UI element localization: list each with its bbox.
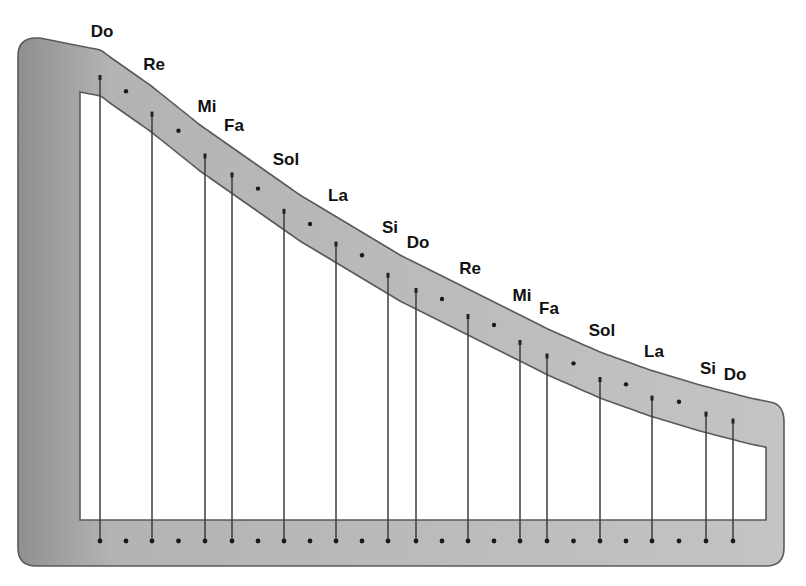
string-hole bbox=[308, 539, 313, 544]
tuning-peg bbox=[467, 314, 470, 319]
harp-string bbox=[204, 156, 206, 542]
tuning-peg bbox=[546, 354, 549, 359]
harp-string bbox=[231, 174, 233, 541]
harp-string bbox=[467, 316, 469, 541]
string-hole bbox=[282, 539, 287, 544]
tuning-peg bbox=[705, 412, 708, 417]
note-label: Mi bbox=[198, 98, 217, 117]
tuning-peg bbox=[99, 75, 102, 80]
tuning-peg bbox=[204, 154, 207, 159]
harp-string bbox=[151, 114, 153, 541]
note-label: La bbox=[644, 343, 664, 362]
harp-frame bbox=[18, 38, 784, 566]
arm-dot bbox=[624, 382, 628, 386]
string-hole bbox=[414, 539, 419, 544]
harp-string bbox=[599, 379, 601, 541]
harp-string bbox=[335, 244, 337, 541]
string-hole bbox=[386, 539, 391, 544]
note-label: La bbox=[328, 187, 348, 206]
string-hole bbox=[650, 539, 655, 544]
note-label: Do bbox=[91, 23, 114, 42]
tuning-peg bbox=[519, 340, 522, 345]
string-hole bbox=[440, 539, 445, 544]
note-label: Sol bbox=[273, 151, 299, 170]
harp-string bbox=[387, 275, 389, 541]
harp-string bbox=[546, 356, 548, 542]
string-hole bbox=[150, 539, 155, 544]
note-label: Re bbox=[143, 56, 165, 75]
string-hole bbox=[203, 539, 208, 544]
harp-string bbox=[651, 398, 653, 541]
note-label: Sol bbox=[589, 322, 615, 341]
tuning-peg bbox=[231, 172, 234, 177]
string-hole bbox=[598, 539, 603, 544]
string-hole bbox=[677, 539, 682, 544]
note-label: Si bbox=[382, 219, 398, 238]
harp-string bbox=[415, 290, 417, 541]
string-hole bbox=[256, 539, 261, 544]
tuning-peg bbox=[732, 419, 735, 424]
arm-dot bbox=[308, 222, 312, 226]
note-label: Re bbox=[459, 260, 481, 279]
string-hole bbox=[176, 539, 181, 544]
string-hole bbox=[731, 539, 736, 544]
note-label: Do bbox=[407, 234, 430, 253]
arm-dot bbox=[360, 253, 364, 257]
string-hole bbox=[124, 539, 129, 544]
harp-string bbox=[99, 77, 101, 541]
arm-dot bbox=[176, 129, 180, 133]
string-hole bbox=[230, 539, 235, 544]
tuning-peg bbox=[335, 242, 338, 247]
harp-string bbox=[732, 421, 734, 541]
note-label: Fa bbox=[224, 117, 244, 136]
tuning-peg bbox=[415, 288, 418, 293]
string-hole bbox=[545, 539, 550, 544]
string-hole bbox=[334, 539, 339, 544]
harp-string bbox=[519, 342, 521, 541]
tuning-peg bbox=[151, 112, 154, 117]
tuning-peg bbox=[651, 396, 654, 401]
string-hole bbox=[518, 539, 523, 544]
string-hole bbox=[98, 539, 103, 544]
arm-dot bbox=[571, 361, 575, 365]
note-label: Fa bbox=[539, 300, 559, 319]
note-label: Si bbox=[700, 360, 716, 379]
string-hole bbox=[360, 539, 365, 544]
string-hole bbox=[624, 539, 629, 544]
tuning-peg bbox=[387, 273, 390, 278]
string-hole bbox=[466, 539, 471, 544]
harp-string bbox=[705, 414, 707, 541]
arm-dot bbox=[492, 323, 496, 327]
tuning-peg bbox=[283, 209, 286, 214]
arm-dot bbox=[124, 89, 128, 93]
note-label: Mi bbox=[513, 287, 532, 306]
arm-dot bbox=[256, 186, 260, 190]
arm-dot bbox=[677, 400, 681, 404]
arm-dot bbox=[440, 297, 444, 301]
string-hole bbox=[571, 539, 576, 544]
tuning-peg bbox=[599, 377, 602, 382]
string-hole bbox=[704, 539, 709, 544]
harp-string bbox=[283, 211, 285, 541]
string-hole bbox=[492, 539, 497, 544]
note-label: Do bbox=[724, 366, 747, 385]
